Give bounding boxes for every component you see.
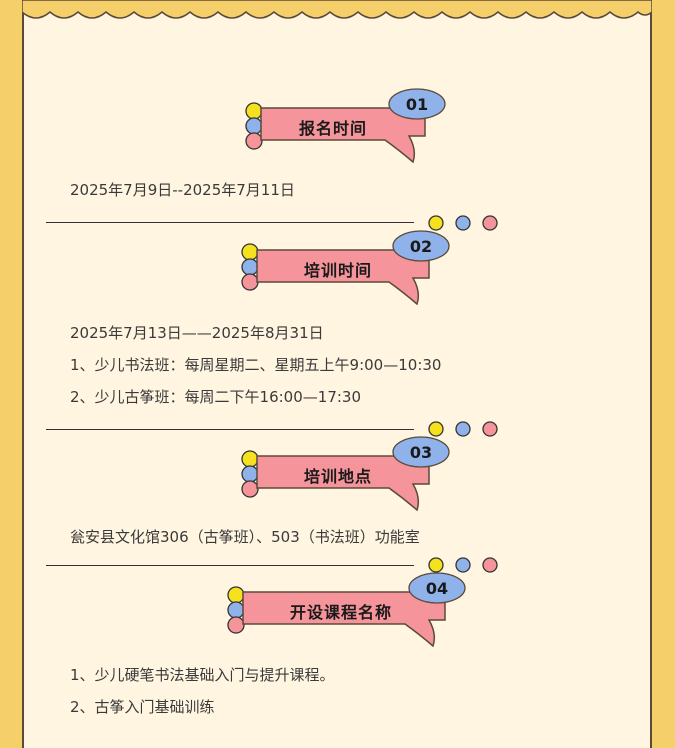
- section-2-title-banner: [256, 230, 450, 306]
- section-2-line-2: 1、少儿书法班：每周星期二、星期五上午9:00—10:30: [70, 356, 442, 374]
- section-4-line-2: 2、古筝入门基础训练: [70, 698, 215, 716]
- section-4-number: 04: [425, 579, 449, 598]
- section-2-number: 02: [409, 237, 433, 256]
- section-4-title: 开设课程名称: [289, 603, 392, 622]
- section-1-line-1: 2025年7月9日--2025年7月11日: [70, 181, 295, 199]
- divider-1-dots: [428, 215, 498, 231]
- section-3-line-1: 瓮安县文化馆306（古筝班）、503（书法班）功能室: [70, 528, 420, 546]
- section-3-number: 03: [409, 443, 433, 462]
- section-2-title: 培训时间: [303, 261, 372, 280]
- divider-2-dots: [428, 421, 498, 437]
- divider-2: [46, 429, 414, 430]
- section-1-title: 报名时间: [298, 119, 367, 138]
- section-1-title-banner: [260, 88, 446, 164]
- section-4-dots-stack: [227, 586, 245, 634]
- section-4-line-1: 1、少儿硬笔书法基础入门与提升课程。: [70, 666, 335, 684]
- section-2-line-3: 2、少儿古筝班：每周二下午16:00—17:30: [70, 388, 361, 406]
- divider-3: [46, 565, 414, 566]
- section-1-dots-stack: [245, 102, 263, 150]
- divider-3-dots: [428, 557, 498, 573]
- section-2-line-1: 2025年7月13日——2025年8月31日: [70, 324, 324, 342]
- scalloped-top-border: [22, 0, 652, 19]
- section-4-title-banner: [242, 572, 466, 648]
- section-1-number: 01: [405, 95, 429, 114]
- section-3-dots-stack: [241, 450, 259, 498]
- section-3-title: 培训地点: [303, 467, 372, 486]
- divider-1: [46, 222, 414, 223]
- section-3-title-banner: [256, 436, 450, 512]
